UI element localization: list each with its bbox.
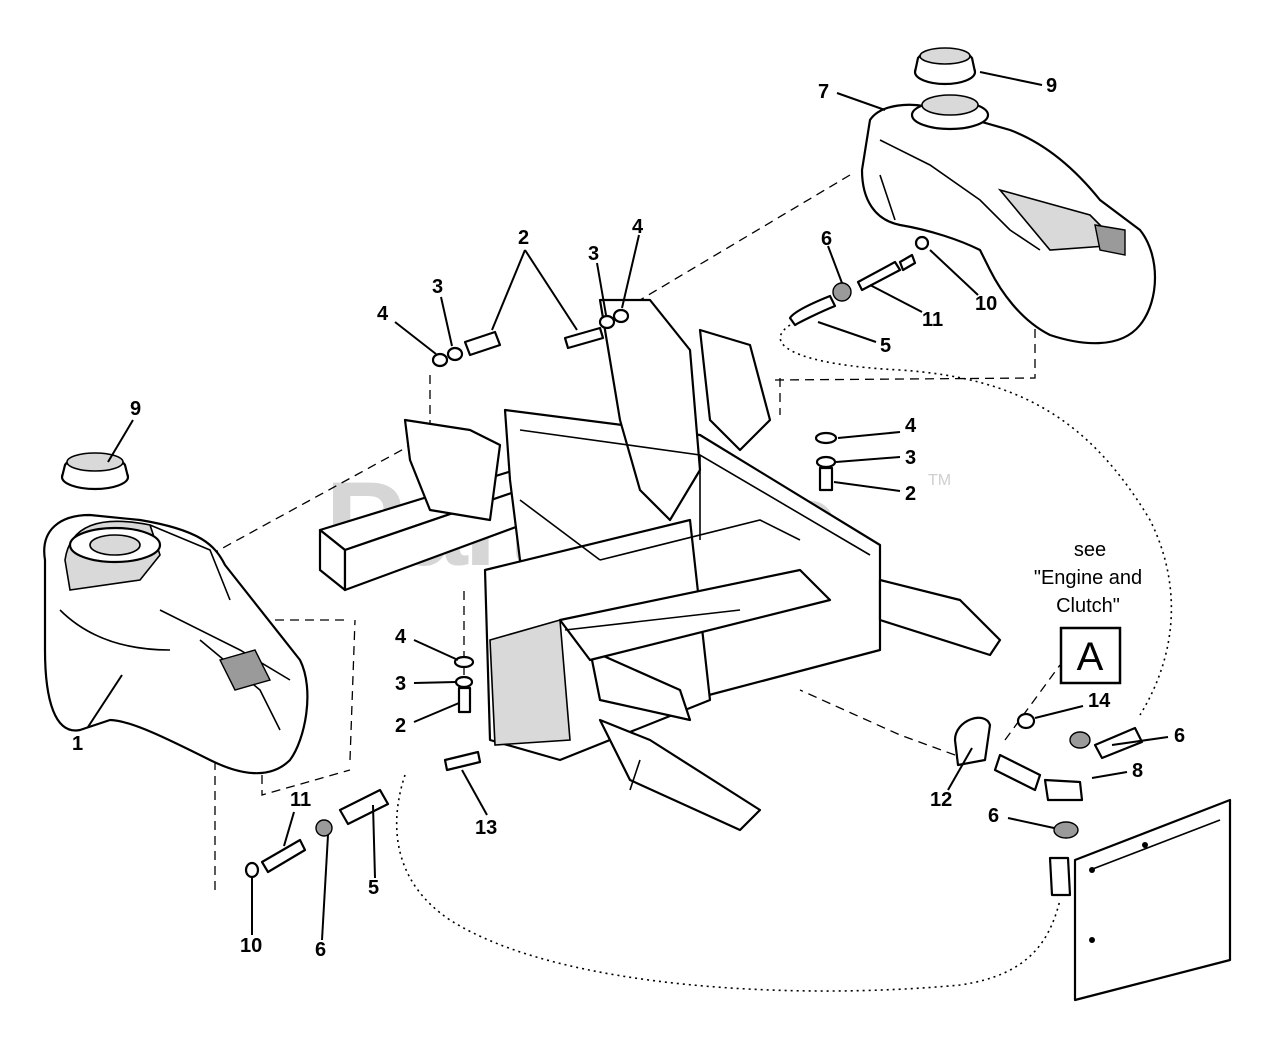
callout-labels: 1 9 9 7 4 3 2 3 4 6 11 10 5 4 3 2 4 3 2 …: [72, 75, 1185, 961]
fuel-tank-left: [43, 513, 309, 775]
callout-7: 7: [818, 81, 829, 103]
callout-3-lower: 3: [395, 673, 406, 695]
leader-lines: [87, 71, 1169, 941]
reference-letter: A: [1077, 635, 1104, 679]
callout-6-bottom: 6: [315, 939, 326, 961]
callout-2-right: 2: [905, 483, 916, 505]
fuel-cap-right: [913, 47, 977, 86]
callout-6-top: 6: [821, 228, 832, 250]
callout-5-bottom: 5: [368, 877, 379, 899]
callout-11-bottom: 11: [290, 789, 311, 811]
fuel-tank-right: [860, 94, 1156, 345]
callout-3-top-center: 3: [588, 243, 599, 265]
callout-9-left: 9: [130, 398, 141, 420]
engine-panel: [1073, 798, 1232, 1002]
callout-5-top: 5: [880, 335, 891, 357]
reference-box: [1059, 626, 1122, 685]
reference-note-line-2: "Engine and: [1034, 567, 1142, 589]
hardware-parts: [244, 235, 1144, 897]
callout-2-lower: 2: [395, 715, 406, 737]
fuel-cap-left: [60, 452, 130, 491]
callout-14: 14: [1088, 690, 1111, 712]
callout-6-right: 6: [1174, 725, 1185, 747]
callout-4-top-center: 4: [632, 216, 644, 238]
reference-note-line-1: see: [1074, 539, 1106, 561]
reference-note-line-3: Clutch": [1056, 595, 1120, 617]
reference-note: see "Engine and Clutch" A: [1034, 539, 1142, 685]
callout-6-lower-right: 6: [988, 805, 999, 827]
callout-10-bottom: 10: [240, 935, 262, 957]
callout-13: 13: [475, 817, 497, 839]
callout-3-right: 3: [905, 447, 916, 469]
callout-11-top: 11: [922, 309, 943, 331]
callout-1: 1: [72, 733, 83, 755]
fuel-lines: [395, 324, 1173, 992]
callout-4-right: 4: [905, 415, 917, 437]
callout-10-top: 10: [975, 293, 997, 315]
frame-assembly: [318, 298, 1002, 832]
watermark-trademark: TM: [928, 472, 951, 489]
callout-12: 12: [930, 789, 952, 811]
callout-9-right: 9: [1046, 75, 1057, 97]
callout-4-lower: 4: [395, 626, 407, 648]
callout-3-top-left: 3: [432, 276, 443, 298]
callout-4-top-left: 4: [377, 303, 389, 325]
callout-8: 8: [1132, 760, 1143, 782]
callout-2-top: 2: [518, 227, 529, 249]
